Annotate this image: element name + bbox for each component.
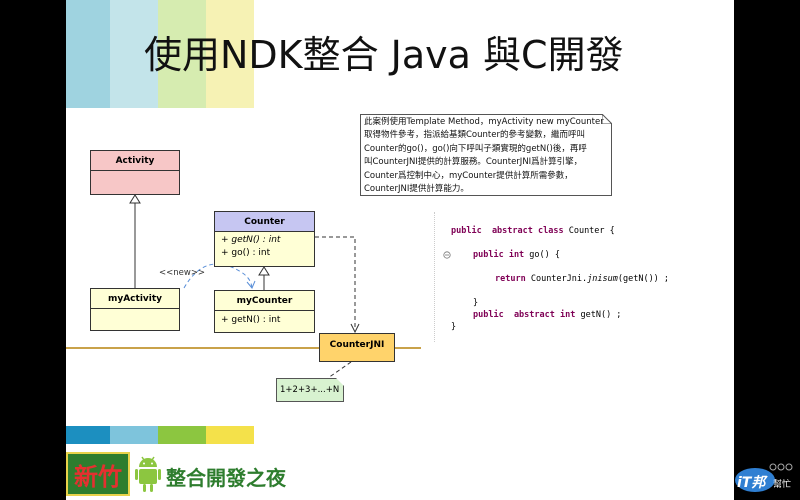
code-keyword: public abstract class	[451, 226, 564, 236]
fold-icon	[443, 251, 451, 259]
sum-note-text: 1+2+3+...+N	[280, 385, 340, 395]
top-stripe-2	[110, 0, 158, 108]
uml-class-activity: Activity	[90, 150, 180, 195]
ithome-logo: iT邦 幫忙	[733, 462, 797, 494]
code-italic: jnisum	[587, 274, 618, 284]
code-line: public int go() {	[473, 250, 560, 260]
code-panel: public abstract class Counter { public i…	[434, 212, 734, 342]
new-stereotype-label: <<new>>	[159, 268, 206, 278]
top-stripe-4	[206, 0, 254, 108]
note-line: 此案例使用Template Method，myActivity new myCo…	[364, 117, 604, 127]
uml-class-mycounter: myCounter + getN() : int	[214, 290, 315, 333]
code-keyword: public int	[473, 250, 525, 260]
logo-main-text: iT邦	[737, 475, 766, 491]
code-keyword: return	[495, 274, 526, 284]
sum-note: 1+2+3+...+N	[276, 378, 344, 402]
logo-bubble-icon	[735, 463, 793, 492]
method-getn: + getN() : int	[221, 235, 281, 245]
code-keyword: public abstract int	[473, 310, 576, 320]
note-line: Counter爲控制中心，myCounter提供計算所需參數，	[364, 170, 573, 181]
uml-connectors	[129, 194, 360, 379]
uml-class-myactivity: myActivity	[90, 288, 180, 331]
code-text: getN() ;	[575, 310, 622, 320]
method-go: + go() : int	[221, 248, 271, 258]
code-line: }	[473, 298, 479, 308]
note-fold-corner	[602, 114, 612, 124]
uml-class-counter: Counter + getN() : int + go() : int	[214, 211, 315, 267]
class-name: CounterJNI	[329, 340, 385, 350]
class-name: myCounter	[215, 291, 314, 311]
footer-label: 整合開發之夜	[166, 466, 286, 490]
android-icon	[135, 456, 161, 492]
divider-line	[66, 347, 421, 349]
slide-title: 使用NDK整合 Java 與C開發	[144, 33, 624, 77]
hsinchu-badge-text: 新竹	[74, 462, 122, 491]
code-text: Counter {	[563, 226, 615, 236]
note-line: Counter的go()，go()向下呼叫子類實現的getN()後，再呼	[364, 143, 587, 154]
class-name: myActivity	[91, 289, 179, 309]
bottom-stripe-1	[66, 426, 110, 444]
class-name: Activity	[91, 151, 179, 171]
code-text: go() {	[524, 250, 561, 260]
uml-class-counterjni: CounterJNI	[319, 333, 395, 362]
code-line: public abstract int getN() ;	[473, 310, 621, 320]
note-line: 取得物件參考，指派給基類Counter的參考變數，繼而呼叫	[364, 130, 585, 141]
code-text: CounterJni.	[525, 274, 588, 284]
code-text: (getN()) ;	[617, 274, 670, 284]
bottom-stripe-3	[158, 426, 206, 444]
explanation-note: 此案例使用Template Method，myActivity new myCo…	[360, 114, 612, 196]
hsinchu-badge: 新竹	[66, 452, 130, 496]
code-line: public abstract class Counter {	[451, 226, 615, 236]
class-name: Counter	[215, 212, 314, 232]
bottom-stripe-4	[206, 426, 254, 444]
note-line: CounterJNI提供計算能力。	[364, 184, 469, 195]
logo-sub-text: 幫忙	[773, 480, 792, 490]
top-stripe-1	[66, 0, 110, 108]
slide: 使用NDK整合 Java 與C開發 Activity myActivity Co…	[66, 0, 734, 500]
method-getn: + getN() : int	[221, 315, 281, 325]
note-line: 叫CounterJNI提供的計算服務。CounterJNI爲計算引擎，	[364, 157, 583, 168]
code-line: return CounterJni.jnisum(getN()) ;	[495, 274, 669, 284]
code-line: }	[451, 322, 457, 332]
top-stripe-3	[158, 0, 206, 108]
bottom-stripe-2	[110, 426, 158, 444]
